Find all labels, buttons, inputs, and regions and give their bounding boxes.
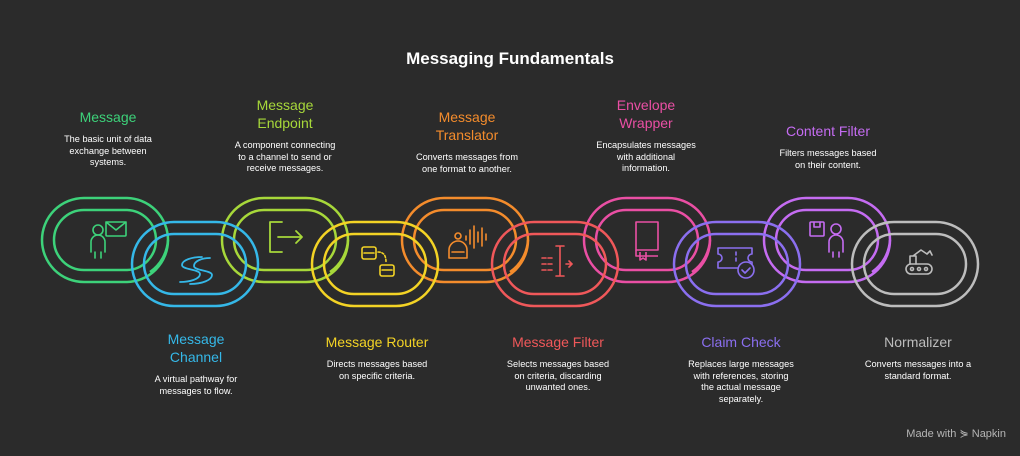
link-description: A component connecting to a channel to s… (234, 140, 336, 173)
link-description: Filters messages based on their content. (779, 148, 877, 170)
label-channel: Message Channel A virtual pathway for me… (121, 330, 271, 397)
link-title: Content Filter (785, 123, 871, 139)
speaking-robot-icon (448, 225, 487, 259)
link-description: Encapsulates messages with additional in… (596, 140, 696, 173)
link-description: Converts messages from one format to ano… (415, 152, 519, 174)
label-filter: Message Filter Selects messages based on… (483, 333, 633, 394)
label-endpoint: Message Endpoint A component connecting … (210, 96, 360, 175)
link-title: Envelope Wrapper (616, 97, 676, 131)
label-claim: Claim Check Replaces large messages with… (666, 333, 816, 405)
link-description: Replaces large messages with references,… (688, 359, 794, 404)
link-title: Message Router (325, 334, 429, 350)
chain-link-filter (490, 220, 620, 308)
label-translator: Message Translator Converts messages fro… (392, 108, 542, 175)
label-envelope: Envelope Wrapper Encapsulates messages w… (571, 96, 721, 175)
chain-link-envelope (582, 196, 712, 284)
label-normalizer: Normalizer Converts messages into a stan… (843, 333, 993, 382)
exit-door-icon (269, 221, 303, 253)
link-description: Selects messages based on criteria, disc… (506, 359, 610, 392)
link-description: A virtual pathway for messages to flow. (154, 374, 238, 396)
vehicles-routing-icon (361, 246, 395, 277)
link-title: Message Filter (512, 334, 604, 350)
robot-arm-icon (905, 249, 933, 275)
link-description: The basic unit of data exchange between … (64, 134, 152, 167)
link-title: Message Translator (435, 109, 499, 143)
label-message: Message The basic unit of data exchange … (33, 108, 183, 169)
filter-icon (541, 245, 574, 277)
book-icon (635, 221, 659, 261)
link-description: Converts messages into a standard format… (864, 359, 972, 381)
label-content: Content Filter Filters messages based on… (753, 122, 903, 171)
chain-link-claim (672, 220, 802, 308)
chain-link-router (310, 220, 440, 308)
link-title: Message Channel (167, 331, 225, 365)
ticket-check-icon (717, 247, 755, 279)
napkin-watermark: Made with ⋟ Napkin (906, 428, 1006, 440)
winding-road-icon (179, 256, 213, 285)
chain-link-content (762, 196, 892, 284)
person-with-box-icon (809, 221, 844, 258)
label-router: Message Router Directs messages based on… (302, 333, 452, 382)
link-description: Directs messages based on specific crite… (326, 359, 428, 381)
link-title: Message (79, 109, 137, 125)
link-title: Normalizer (884, 334, 952, 350)
chain-link-endpoint (220, 196, 350, 284)
person-with-envelope-icon (90, 221, 127, 259)
link-title: Message Endpoint (256, 97, 314, 131)
chain-link-channel (130, 220, 260, 308)
chain-link-translator (400, 196, 530, 284)
diagram-title: Messaging Fundamentals (406, 49, 614, 68)
link-title: Claim Check (701, 334, 781, 350)
chain-link-normalizer (850, 220, 980, 308)
